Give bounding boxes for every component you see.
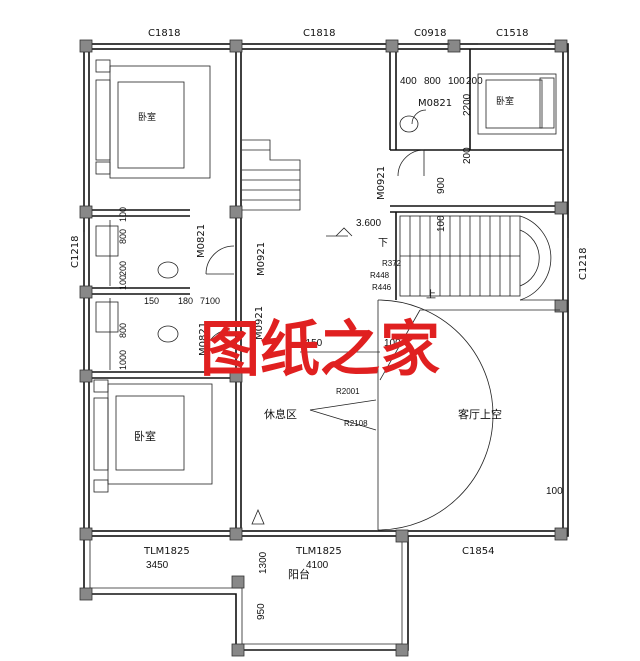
dim-4100: 4100 bbox=[306, 560, 329, 571]
dim-400: 400 bbox=[400, 76, 417, 87]
dim-left-200: 200 bbox=[118, 261, 128, 276]
dim-100: 100 bbox=[448, 76, 465, 87]
watermark-text: 图纸之家 bbox=[200, 315, 440, 385]
radius-r446: R446 bbox=[372, 283, 392, 292]
dim-200b: 200 bbox=[462, 147, 473, 164]
door-label-tlm1825-right: TLM1825 bbox=[295, 546, 342, 557]
dim-100b: 100 bbox=[436, 215, 447, 232]
radius-r2108: R2108 bbox=[344, 419, 368, 428]
window-marks bbox=[83, 43, 569, 537]
door-label-m0821-lower: M0821 bbox=[198, 322, 209, 356]
dim-left-1000: 1000 bbox=[118, 350, 128, 370]
window-label-c1218-right: C1218 bbox=[578, 248, 589, 280]
interior-walls bbox=[84, 44, 563, 536]
radius-r448: R448 bbox=[370, 271, 390, 280]
dim-left-7100: 7100 bbox=[200, 296, 220, 306]
window-label-c1818-left: C1818 bbox=[148, 28, 180, 39]
door-label-m0921-mid: M0921 bbox=[256, 242, 267, 276]
dim-left-150: 150 bbox=[144, 296, 159, 306]
door-swings bbox=[205, 109, 494, 531]
window-label-c1518: C1518 bbox=[496, 28, 528, 39]
door-label-tlm1825-left: TLM1825 bbox=[143, 546, 190, 557]
stair-down-label: 下 bbox=[378, 238, 388, 249]
dim-3450: 3450 bbox=[146, 560, 169, 571]
window-label-c1818-mid: C1818 bbox=[303, 28, 335, 39]
door-label-m0921-lower: M0921 bbox=[254, 306, 265, 340]
bathroom-fixtures bbox=[95, 115, 419, 370]
radius-r2001: R2001 bbox=[336, 387, 360, 396]
bed-top-right bbox=[477, 73, 557, 135]
stair-upper bbox=[242, 139, 301, 211]
dim-left-100: 100 bbox=[118, 207, 128, 222]
dim-2200: 2200 bbox=[462, 93, 473, 116]
dim-900: 900 bbox=[436, 177, 447, 194]
dim-950: 950 bbox=[256, 603, 267, 620]
room-label-living-void: 客厅上空 bbox=[458, 407, 502, 421]
dim-1300: 1300 bbox=[258, 551, 269, 574]
door-label-m0821-left: M0821 bbox=[196, 224, 207, 258]
stair-main bbox=[379, 215, 560, 381]
columns bbox=[79, 39, 568, 657]
door-label-m0921-upper: M0921 bbox=[376, 166, 387, 200]
level-3600: 3.600 bbox=[356, 218, 381, 229]
window-label-c1218-left: C1218 bbox=[70, 236, 81, 268]
section-markers bbox=[251, 227, 380, 525]
dim-left-800b: 800 bbox=[118, 323, 128, 338]
dim-100d: 100 bbox=[546, 486, 563, 497]
bed-top-left bbox=[95, 59, 211, 179]
dim-left-800: 800 bbox=[118, 229, 128, 244]
dim-left-100b: 100 bbox=[118, 275, 128, 290]
window-label-c1854: C1854 bbox=[462, 546, 494, 557]
radius-r372: R372 bbox=[382, 259, 402, 268]
dim-3150: 3150 bbox=[300, 338, 323, 349]
room-label-bedroom-bl: 卧室 bbox=[134, 429, 156, 443]
room-label-bedroom-tr: 卧室 bbox=[496, 95, 514, 107]
dim-100c: 100 bbox=[384, 338, 401, 349]
room-label-bedroom-tl: 卧室 bbox=[138, 111, 156, 123]
room-label-balcony: 阳台 bbox=[288, 567, 310, 581]
dim-800: 800 bbox=[424, 76, 441, 87]
dim-200: 200 bbox=[466, 76, 483, 87]
bed-bottom-left bbox=[93, 379, 213, 493]
dim-left-180: 180 bbox=[178, 296, 193, 306]
window-label-c0918: C0918 bbox=[414, 28, 446, 39]
stair-up-label: 上 bbox=[426, 289, 436, 301]
room-label-lounge: 休息区 bbox=[264, 407, 297, 421]
door-label-m0821-bath: M0821 bbox=[418, 98, 452, 109]
